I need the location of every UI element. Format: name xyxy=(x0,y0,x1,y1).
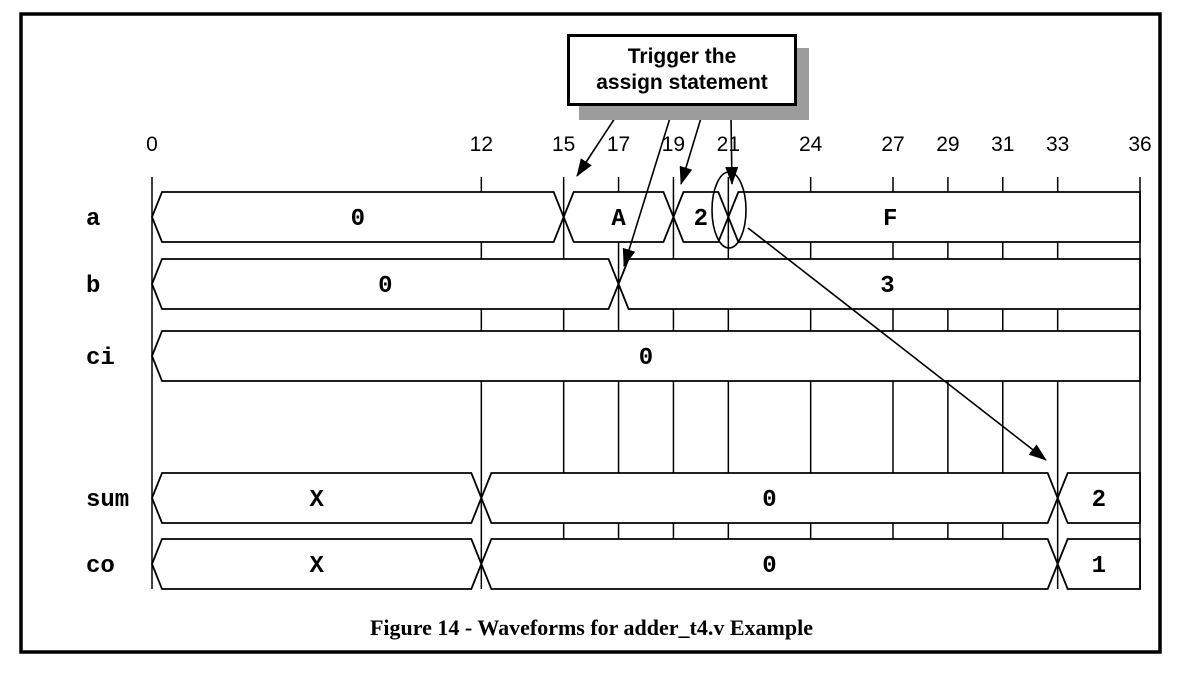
time-label-33: 33 xyxy=(1046,133,1069,156)
signal-name-b: b xyxy=(86,273,100,300)
time-label-0: 0 xyxy=(146,133,158,156)
callout-arrow-4 xyxy=(725,117,739,185)
callout-arrow-1 xyxy=(576,117,616,177)
time-label-27: 27 xyxy=(881,133,904,156)
time-label-12: 12 xyxy=(470,133,493,156)
callout-line-1: Trigger the xyxy=(627,45,737,68)
bus-segment-co-33 xyxy=(1056,538,1141,590)
time-label-24: 24 xyxy=(799,133,823,156)
figure-caption: Figure 14 - Waveforms for adder_t4.v Exa… xyxy=(369,615,813,640)
callout-line-2: assign statement xyxy=(596,71,768,94)
figure-border xyxy=(19,12,1162,654)
bus-value-co-33: 1 xyxy=(1092,553,1106,580)
signal-row-a: 0 A 2 Fa xyxy=(86,191,1141,243)
bus-value-sum-12: 0 xyxy=(762,487,776,514)
bus-value-b-0: 0 xyxy=(378,273,392,300)
time-label-17: 17 xyxy=(607,133,630,156)
bus-segment-ci-0 xyxy=(151,330,1141,382)
bus-value-a-0: 0 xyxy=(351,206,365,233)
bus-value-co-0: X xyxy=(309,553,324,580)
bus-value-ci-0: 0 xyxy=(639,345,653,372)
time-label-31: 31 xyxy=(991,133,1014,156)
bus-value-b-17: 3 xyxy=(880,273,894,300)
callout-arrow-3 xyxy=(679,117,702,185)
signal-row-co: X 0 1 co xyxy=(86,538,1141,590)
bus-segment-b-17 xyxy=(617,258,1141,310)
bus-value-a-15: A xyxy=(611,206,626,233)
signal-name-sum: sum xyxy=(86,487,129,514)
time-label-36: 36 xyxy=(1128,133,1151,156)
signal-name-co: co xyxy=(86,553,115,580)
signal-name-ci: ci xyxy=(86,345,115,372)
time-label-21: 21 xyxy=(717,133,740,156)
time-label-15: 15 xyxy=(552,133,575,156)
bus-value-co-12: 0 xyxy=(762,553,776,580)
callout-arrow-2 xyxy=(622,117,671,267)
bus-segment-sum-33 xyxy=(1056,472,1141,524)
time-label-19: 19 xyxy=(662,133,685,156)
bus-value-sum-0: X xyxy=(309,487,324,514)
trigger-callout: Trigger the assign statement xyxy=(567,34,797,106)
highlight-ellipse xyxy=(711,171,747,249)
signal-name-a: a xyxy=(86,206,100,233)
bus-value-a-21: F xyxy=(883,206,897,233)
signal-row-b: 0 3 b xyxy=(86,258,1141,310)
bus-segment-a-21 xyxy=(727,191,1141,243)
bus-value-sum-33: 2 xyxy=(1092,487,1106,514)
signal-row-ci: 0 ci xyxy=(86,330,1141,382)
time-label-29: 29 xyxy=(936,133,959,156)
cause-effect-arrow xyxy=(747,227,1047,461)
bus-value-a-19: 2 xyxy=(694,206,708,233)
signal-row-sum: X 0 2 sum xyxy=(86,472,1141,524)
